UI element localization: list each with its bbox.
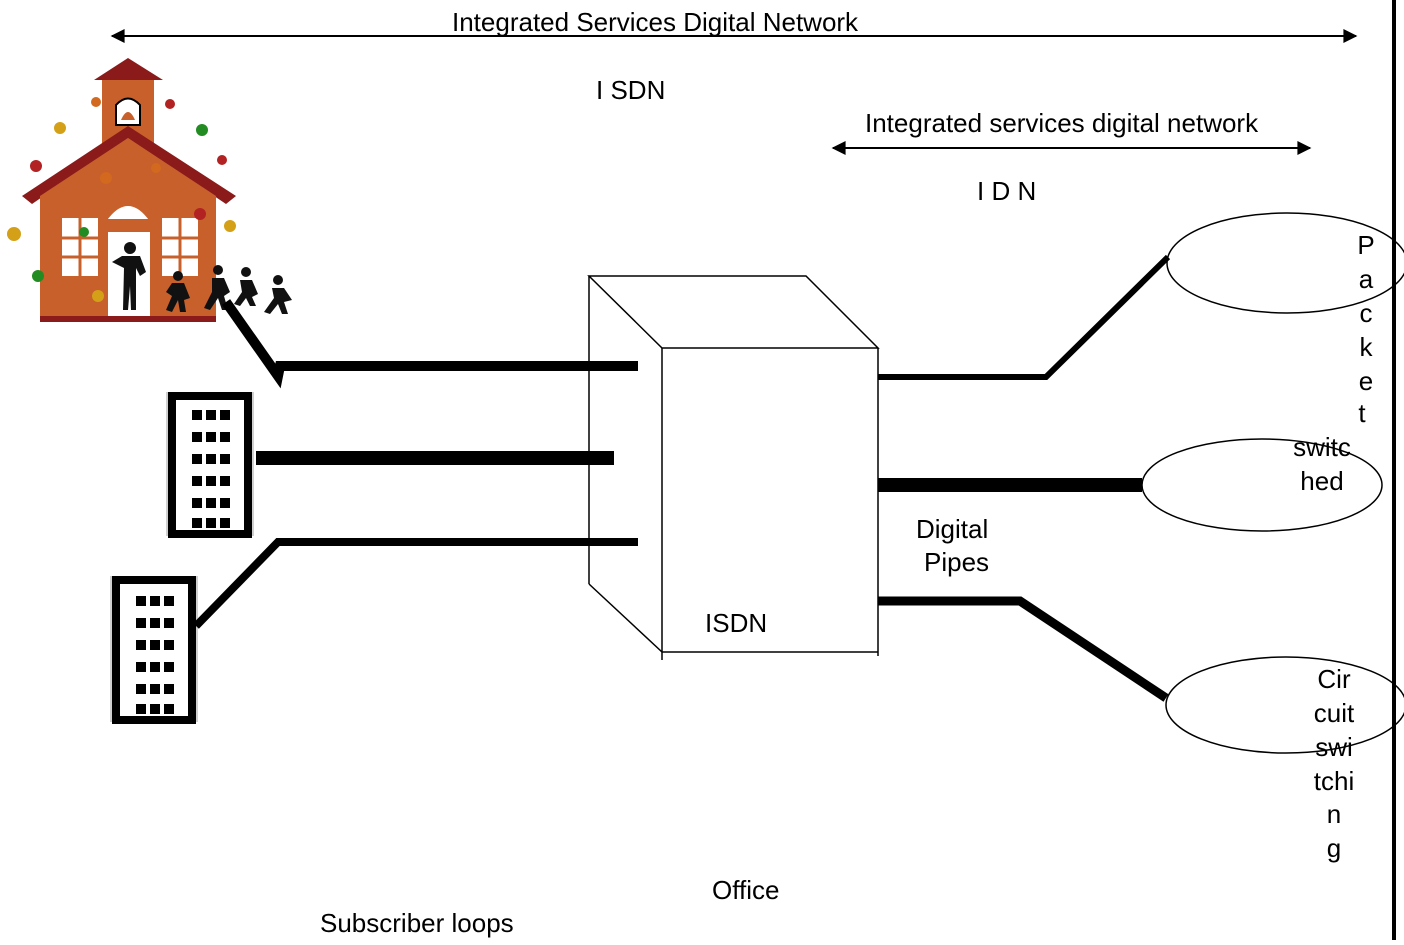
packet-switched-network bbox=[1166, 212, 1404, 314]
digital-pipes-label-line1: Digital bbox=[916, 514, 988, 544]
packet-switched-line: t bbox=[1358, 398, 1366, 428]
circuit-switching-line: swi bbox=[1315, 732, 1353, 762]
packet-switched-line: hed bbox=[1300, 466, 1343, 496]
pipe-to-circuit-switching bbox=[878, 596, 1169, 702]
isdn-title: Integrated Services Digital Network bbox=[452, 7, 859, 37]
packet-switched-line: switc bbox=[1293, 432, 1351, 462]
subscriber-loop-building-2 bbox=[193, 538, 638, 629]
circuit-switching-line: g bbox=[1327, 833, 1341, 863]
subscriber-loops-label: Subscriber loops bbox=[320, 908, 514, 938]
circuit-switching-line: tchi bbox=[1314, 766, 1354, 796]
packet-switched-line: P bbox=[1357, 230, 1374, 260]
idn-abbrev: I D N bbox=[977, 176, 1036, 206]
circuit-switching-line: cuit bbox=[1314, 698, 1355, 728]
packet-switched-label: P a c k e t switc hed bbox=[1293, 230, 1375, 496]
packet-switched-line: c bbox=[1360, 298, 1373, 328]
circuit-switching-network bbox=[1165, 656, 1404, 754]
digital-pipes-label-line2: Pipes bbox=[924, 547, 989, 577]
isdn-exchange-box bbox=[587, 275, 880, 660]
page-border-right bbox=[1392, 0, 1396, 940]
circuit-switching-line: Cir bbox=[1317, 664, 1351, 694]
subscriber-loops bbox=[193, 299, 638, 629]
office-building-icon bbox=[166, 392, 254, 538]
middle-network bbox=[1141, 438, 1383, 532]
office-building-icon bbox=[110, 576, 198, 724]
packet-switched-line: e bbox=[1359, 366, 1373, 396]
isdn-abbrev: I SDN bbox=[596, 75, 665, 105]
office-label: Office bbox=[712, 875, 779, 905]
circuit-switching-line: n bbox=[1327, 799, 1341, 829]
packet-switched-line: k bbox=[1360, 332, 1374, 362]
pipe-to-packet-switched bbox=[878, 254, 1171, 380]
exchange-label: ISDN bbox=[705, 608, 767, 638]
school-house-icon bbox=[7, 58, 292, 322]
subscriber-loop-school bbox=[221, 299, 638, 389]
digital-pipes bbox=[878, 254, 1171, 702]
idn-title: Integrated services digital network bbox=[865, 108, 1259, 138]
circuit-switching-label: Cir cuit swi tchi n g bbox=[1314, 664, 1355, 863]
packet-switched-line: a bbox=[1359, 264, 1374, 294]
